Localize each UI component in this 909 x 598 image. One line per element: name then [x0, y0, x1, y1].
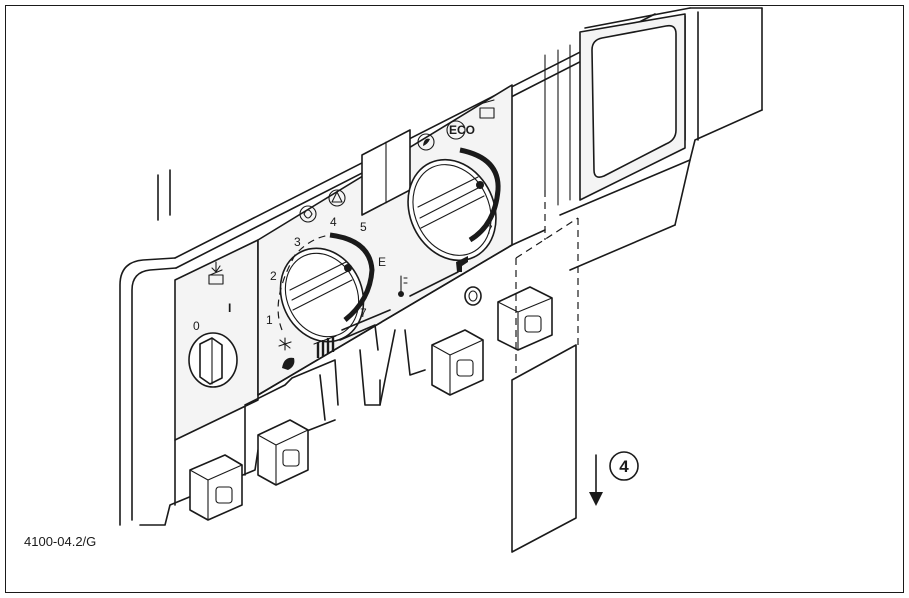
diagnostic-socket-inner [468, 290, 478, 302]
hot-water-scale-line [409, 271, 459, 297]
cover-guide-lines [515, 190, 579, 380]
hot-water-temperature-knob[interactable] [392, 145, 512, 275]
pump-icon [299, 205, 317, 223]
switch-off-label: 0 [193, 319, 200, 333]
switch-on-label: I [228, 301, 231, 315]
step-badge: 4 [609, 451, 639, 481]
heating-scale-5: 5 [360, 220, 367, 234]
heating-scale-7: 7 [360, 306, 367, 320]
flame-icon [417, 133, 435, 151]
heating-scale-3: 3 [294, 235, 301, 249]
hot-water-scale-7: 7 [486, 223, 493, 237]
mounting-clip-4 [497, 286, 553, 351]
tap-icon [456, 256, 468, 272]
figure-reference-code: 4100-04.2/G [24, 534, 96, 549]
lower-trim [244, 229, 546, 421]
heating-knob-pointer [344, 264, 352, 272]
heating-scale-2: 2 [270, 269, 277, 283]
step-number: 4 [619, 457, 629, 476]
radiator-icon [313, 335, 337, 358]
figure-border [5, 5, 904, 593]
warning-triangle-icon [328, 189, 346, 207]
heating-scale-1: 1 [266, 313, 273, 327]
eco-label: ECO [449, 123, 475, 137]
main-power-switch[interactable] [188, 332, 238, 388]
mounting-clip-1 [189, 454, 243, 521]
heating-scale-line [341, 309, 391, 331]
mounting-clip-3 [431, 329, 484, 396]
mounting-clip-2 [257, 419, 309, 486]
cover-compartment [544, 13, 686, 206]
down-arrow-icon [589, 454, 603, 506]
heating-scale-e: E [378, 255, 386, 269]
frost-protection-icon [278, 337, 295, 370]
removed-cover-strip[interactable] [511, 344, 577, 553]
hot-water-knob-pointer [476, 181, 484, 189]
heating-scale-4: 4 [330, 215, 337, 229]
thermometer-icon [398, 275, 408, 297]
eco-button[interactable]: ECO [446, 120, 475, 140]
display-icon [479, 99, 495, 119]
diagnostic-socket[interactable] [464, 286, 482, 306]
